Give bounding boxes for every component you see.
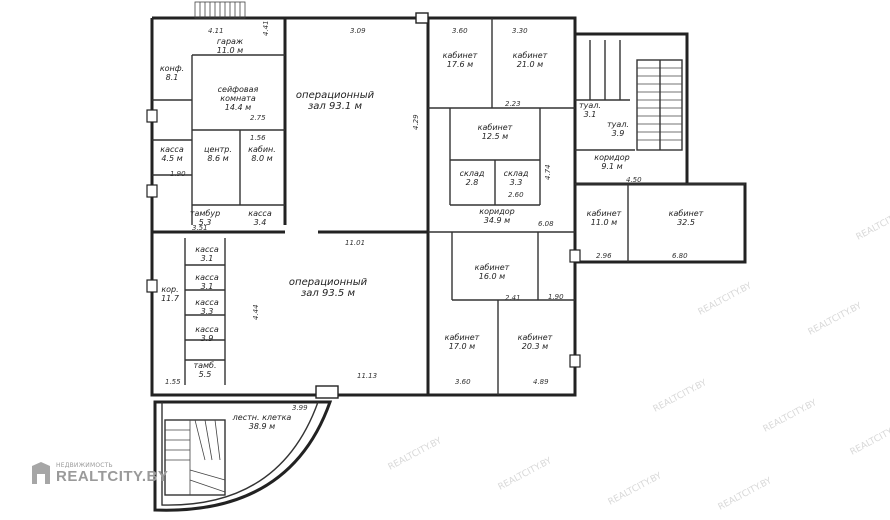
logo-brand: REALTCITY.BY bbox=[56, 467, 169, 485]
dimension-label: 4.50 bbox=[626, 176, 642, 184]
interior-walls bbox=[152, 18, 745, 395]
dimension-label: 4.29 bbox=[412, 114, 420, 130]
dimension-label: 1.55 bbox=[165, 378, 181, 386]
room-label-corridor-3: кор.11.7 bbox=[161, 285, 180, 303]
realtcity-logo: НЕДВИЖИМОСТЬ REALTCITY.BY bbox=[30, 460, 168, 486]
dimension-label: 4.74 bbox=[544, 164, 552, 180]
stair-wing bbox=[153, 400, 333, 512]
dimension-label: 3.51 bbox=[192, 224, 208, 232]
dimension-label: 1.56 bbox=[250, 134, 266, 142]
watermark: REALTCITY.BY bbox=[697, 281, 754, 318]
room-label-booth: кабин.8.0 м bbox=[248, 145, 276, 163]
dimension-label: 3.09 bbox=[350, 27, 366, 35]
dimension-label: 4.89 bbox=[533, 378, 549, 386]
dimension-label: 6.80 bbox=[672, 252, 688, 260]
dimension-label: 2.60 bbox=[508, 191, 524, 199]
dimension-label: 4.44 bbox=[252, 304, 260, 320]
dimension-label: 4.41 bbox=[262, 20, 270, 36]
dimension-label: 1.90 bbox=[170, 170, 186, 178]
dimension-label: 11.13 bbox=[357, 372, 377, 380]
watermark-layer: REALTCITY.BY REALTCITY.BY REALTCITY.BY R… bbox=[387, 206, 890, 513]
watermark: REALTCITY.BY bbox=[807, 301, 864, 338]
dimension-label: 3.60 bbox=[452, 27, 468, 35]
watermark: REALTCITY.BY bbox=[497, 456, 554, 493]
dimension-label: 2.75 bbox=[250, 114, 266, 122]
dimension-label: 2.41 bbox=[505, 294, 521, 302]
dimension-label: 1.90 bbox=[548, 293, 564, 301]
dimension-label: 2.96 bbox=[596, 252, 612, 260]
dimension-label: 2.23 bbox=[505, 100, 521, 108]
dimension-label: 4.11 bbox=[208, 27, 224, 35]
watermark: REALTCITY.BY bbox=[717, 476, 774, 513]
dimension-label: 11.01 bbox=[345, 239, 365, 247]
openings bbox=[146, 12, 581, 399]
watermark: REALTCITY.BY bbox=[849, 421, 890, 458]
watermark: REALTCITY.BY bbox=[855, 206, 890, 243]
dimension-label: 6.08 bbox=[538, 220, 554, 228]
dimension-label: 3.30 bbox=[512, 27, 528, 35]
watermark: REALTCITY.BY bbox=[652, 378, 709, 415]
logo-tagline: НЕДВИЖИМОСТЬ bbox=[56, 461, 113, 469]
dimension-label: 3.99 bbox=[292, 404, 308, 412]
watermark: REALTCITY.BY bbox=[387, 436, 444, 473]
house-icon bbox=[32, 462, 50, 484]
dimension-labels: 4.11 3.09 3.60 3.30 2.23 1.56 2.75 1.90 … bbox=[165, 20, 688, 412]
logo-text: НЕДВИЖИМОСТЬ REALTCITY.BY bbox=[56, 461, 169, 485]
room-label-toilet-1: туал.3.1 bbox=[579, 101, 601, 119]
room-label-vestibule-2: тамб.5.5 bbox=[193, 361, 216, 379]
watermark: REALTCITY.BY bbox=[762, 398, 819, 435]
room-label-toilet-2: туал.3.9 bbox=[607, 120, 629, 138]
room-label-center: центр.8.6 м bbox=[204, 145, 232, 163]
room-label-konf: конф.8.1 bbox=[160, 64, 184, 82]
dimension-label: 3.60 bbox=[455, 378, 471, 386]
watermark: REALTCITY.BY bbox=[607, 471, 664, 508]
